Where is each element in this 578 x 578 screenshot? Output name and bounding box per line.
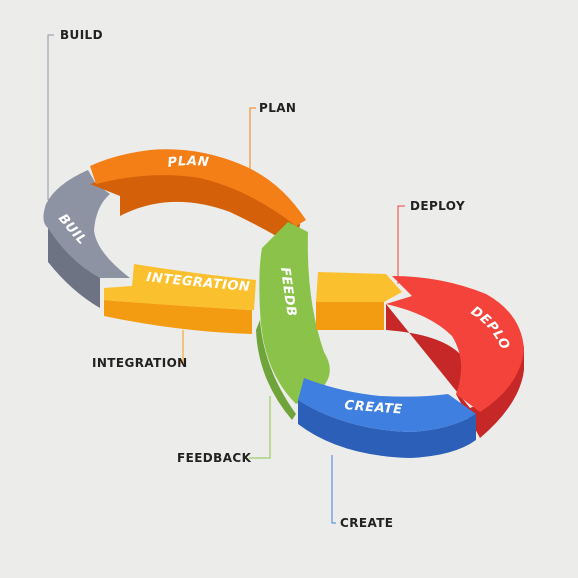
create-leader-line: [331, 455, 336, 524]
segment-feedback: [256, 222, 330, 420]
leader-lines: [47, 34, 405, 524]
callout-plan: PLAN: [259, 101, 297, 115]
build-leader-line: [47, 34, 54, 200]
segment-label-plan: PLAN: [167, 154, 210, 171]
segment-plan: [90, 149, 306, 248]
segment-integration-top: [104, 264, 256, 310]
integration-leader-line: [178, 330, 184, 364]
segment-handoff: [316, 272, 402, 330]
segment-create: [298, 378, 476, 458]
segment-create-side: [298, 400, 476, 458]
segment-deploy: [386, 276, 524, 438]
segment-integration: [104, 264, 256, 334]
feedback-leader-line: [249, 396, 271, 459]
plan-leader-line: [249, 107, 256, 170]
segment-build-top: [43, 170, 130, 278]
callout-feedback: FEEDBACK: [177, 451, 252, 465]
deploy-leader-line: [397, 205, 405, 284]
segment-integration-side: [104, 300, 252, 334]
segment-build: [43, 170, 130, 308]
callout-integration: INTEGRATION: [92, 356, 188, 370]
callout-deploy: DEPLOY: [410, 199, 466, 213]
segment-create-top: [298, 378, 476, 432]
callout-build: BUILD: [60, 28, 103, 42]
segment-build-side: [48, 228, 100, 308]
segment-handoff-top: [316, 272, 402, 302]
segment-label-create: CREATE: [344, 398, 403, 417]
segment-handoff-side: [316, 300, 384, 330]
segment-feedback-top: [259, 222, 330, 404]
segment-plan-top: [90, 149, 306, 226]
segment-feedback-side: [256, 320, 296, 420]
segment-deploy-top: [386, 276, 524, 412]
callout-create: CREATE: [340, 516, 394, 530]
